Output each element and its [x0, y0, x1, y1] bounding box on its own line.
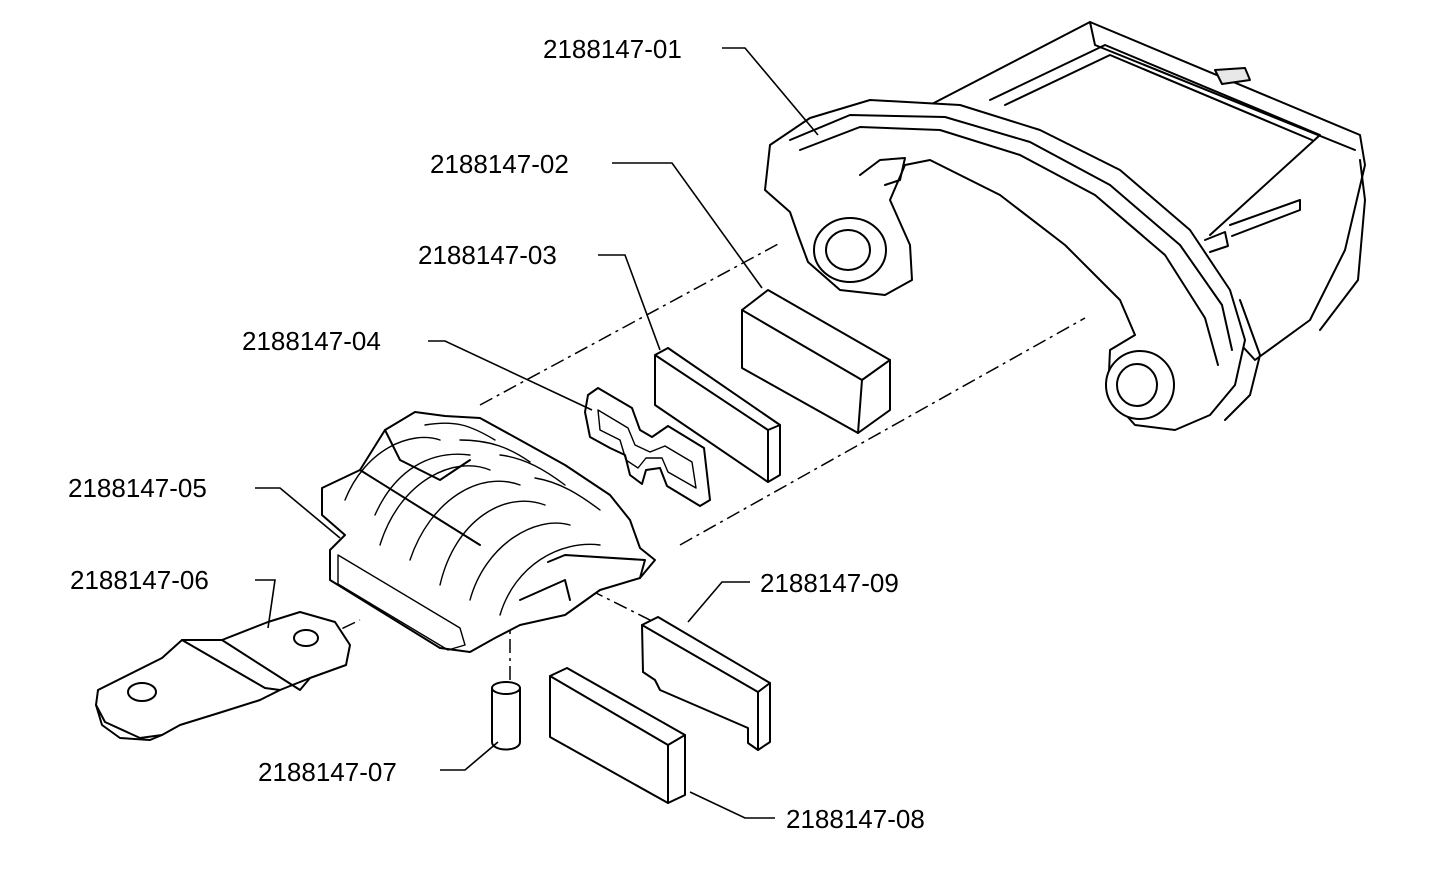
part-plate-03: [654, 347, 781, 483]
label-2188147-02: 2188147-02: [430, 149, 569, 179]
part-plate-09: [641, 616, 771, 751]
label-2188147-09: 2188147-09: [760, 568, 899, 598]
part-pin-07: [491, 681, 521, 751]
label-2188147-04: 2188147-04: [242, 326, 381, 356]
label-2188147-08: 2188147-08: [786, 804, 925, 834]
part-block-08: [549, 667, 686, 804]
part-terminal-06: [95, 611, 351, 741]
label-2188147-06: 2188147-06: [70, 565, 209, 595]
label-2188147-03: 2188147-03: [418, 240, 557, 270]
part-ribbed-body-05: [321, 411, 656, 653]
leader-lines: [255, 47, 819, 819]
label-2188147-07: 2188147-07: [258, 757, 397, 787]
part-labels: 2188147-01 2188147-02 2188147-03 2188147…: [68, 34, 925, 834]
part-clip-04: [584, 387, 711, 507]
label-2188147-01: 2188147-01: [543, 34, 682, 64]
label-2188147-05: 2188147-05: [68, 473, 207, 503]
part-housing-01: [764, 21, 1366, 431]
part-block-02: [741, 289, 891, 434]
